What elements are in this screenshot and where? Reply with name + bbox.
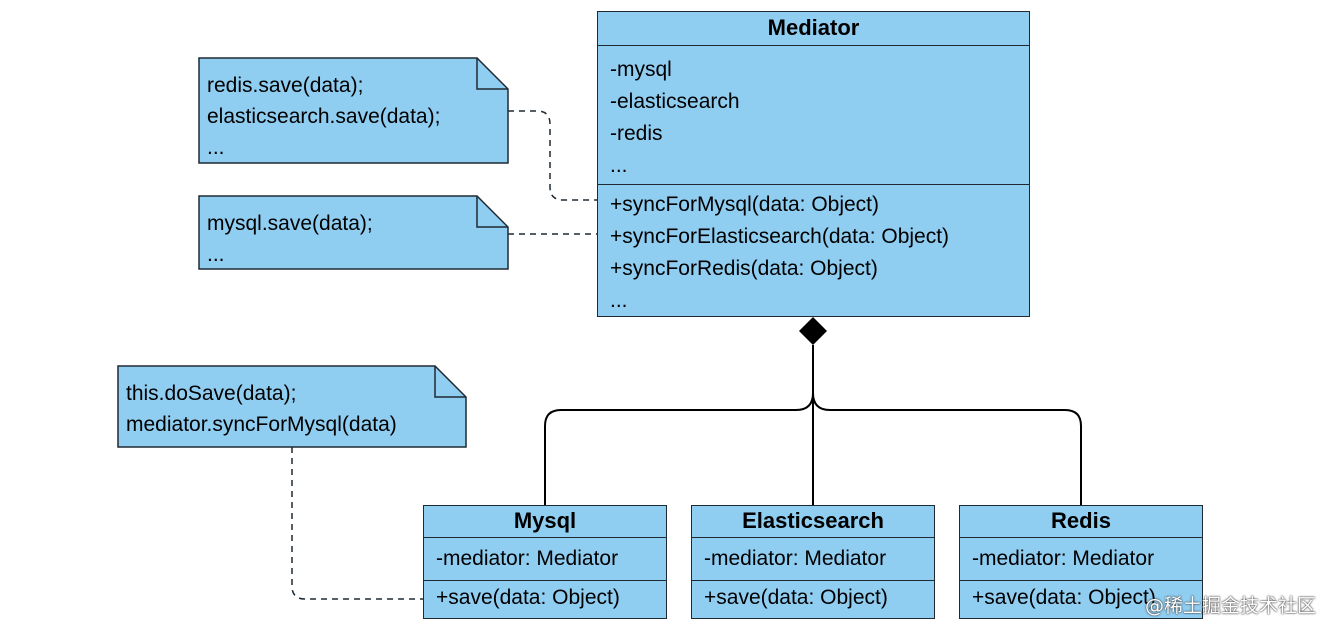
operations-section: +save(data: Object) xyxy=(424,580,666,617)
operations-section: +save(data: Object) xyxy=(960,580,1202,617)
attributes-section: -mediator: Mediator xyxy=(424,538,666,580)
operation: +save(data: Object) xyxy=(704,586,888,609)
note3-link xyxy=(291,447,425,600)
watermark: @稀土掘金技术社区 xyxy=(1144,595,1316,617)
operation: +save(data: Object) xyxy=(436,586,620,609)
composition-diamond xyxy=(799,317,827,345)
note-line: ... xyxy=(207,136,225,159)
note1-link xyxy=(508,110,600,201)
operations-section: +syncForMysql(data: Object) +syncForElas… xyxy=(598,184,1029,315)
attribute: -mediator: Mediator xyxy=(436,547,619,570)
note-line: mediator.syncForMysql(data) xyxy=(126,413,397,436)
note-mysql-colleague: this.doSave(data); mediator.syncForMysql… xyxy=(118,366,466,447)
mysql-class: Mysql -mediator: Mediator +save(data: Ob… xyxy=(423,505,667,619)
note-line: elasticsearch.save(data); xyxy=(207,105,441,128)
note-line: ... xyxy=(207,243,225,266)
attribute: -redis xyxy=(610,122,663,145)
composition-link-redis xyxy=(812,345,1082,505)
attribute: -elasticsearch xyxy=(610,90,740,113)
redis-class: Redis -mediator: Mediator +save(data: Ob… xyxy=(959,505,1203,619)
class-name: Redis xyxy=(960,506,1202,538)
operations-section: +save(data: Object) xyxy=(692,580,934,617)
operation: +syncForElasticsearch(data: Object) xyxy=(610,225,950,248)
attribute: -mysql xyxy=(610,58,672,81)
note-line: this.doSave(data); xyxy=(126,382,297,405)
operation: +save(data: Object) xyxy=(972,586,1156,609)
composition-link-mysql xyxy=(544,345,814,505)
operation: ... xyxy=(610,289,628,312)
note-line: redis.save(data); xyxy=(207,74,364,97)
attributes-section: -mysql -elasticsearch -redis ... xyxy=(598,46,1029,184)
note-mysql: mysql.save(data); ... xyxy=(199,196,508,269)
mediator-class: Mediator -mysql -elasticsearch -redis ..… xyxy=(597,11,1030,317)
note-redis-elastic: redis.save(data); elasticsearch.save(dat… xyxy=(199,58,508,163)
note-line: mysql.save(data); xyxy=(207,212,373,235)
class-name: Elasticsearch xyxy=(692,506,934,538)
elasticsearch-class: Elasticsearch -mediator: Mediator +save(… xyxy=(691,505,935,619)
operation: +syncForMysql(data: Object) xyxy=(610,193,880,216)
attribute: -mediator: Mediator xyxy=(704,547,887,570)
attribute: ... xyxy=(610,154,628,177)
operation: +syncForRedis(data: Object) xyxy=(610,257,878,280)
class-name: Mysql xyxy=(424,506,666,538)
attribute: -mediator: Mediator xyxy=(972,547,1155,570)
attributes-section: -mediator: Mediator xyxy=(692,538,934,580)
attributes-section: -mediator: Mediator xyxy=(960,538,1202,580)
class-name: Mediator xyxy=(598,12,1029,46)
